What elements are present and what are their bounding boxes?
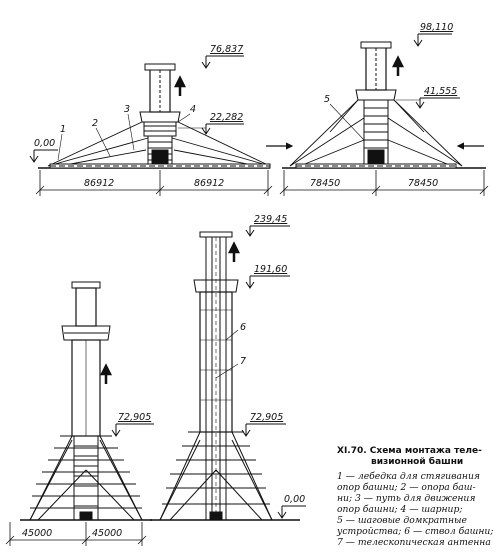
dimension-line-2: [279, 170, 489, 196]
lift-arrow-3: [99, 363, 113, 384]
lift-arrow-1: [173, 75, 187, 96]
stage1-label-2: 2: [92, 118, 98, 129]
dimension-line-1: [35, 170, 273, 196]
stage1-label-4: 4: [190, 104, 196, 115]
level-mark-top-1: [201, 55, 244, 69]
legend-line: опор башни; 4 — шарнир;: [337, 504, 463, 515]
level-mark-mid-4: [245, 275, 290, 289]
stage4-mark-base: 72,905: [250, 412, 283, 423]
tower-shaft-4: [199, 291, 233, 433]
stage2-mark-mid: 41,555: [424, 86, 457, 97]
level-mark-top-4: [245, 225, 290, 237]
stage-4: [150, 225, 306, 521]
caption-title-line2: визионной башни: [371, 457, 464, 467]
stage2-mark-top: 98,110: [420, 22, 453, 33]
stage3-dim-right: 45000: [92, 528, 122, 539]
level-mark-hinge-1: [178, 123, 244, 135]
stage-1: [29, 55, 273, 196]
stage2-label-5: 5: [324, 94, 330, 105]
stage3-mark-base: 72,905: [118, 412, 151, 423]
tower-legs-4: [159, 431, 273, 521]
tower-antenna-4: [205, 237, 227, 520]
figure-caption: XI.70. Схема монтажа теле- визионной баш…: [337, 446, 497, 548]
stage4-label-6: 6: [240, 322, 246, 333]
stage-2: [266, 33, 489, 196]
level-mark-top-2: [413, 33, 452, 47]
legend-line: устройства; 6 — ствол башни;: [337, 526, 494, 537]
legend-line: 7 — телескопическая антенна: [337, 537, 491, 548]
support-cables-2: [289, 99, 463, 167]
stage4-mark-ground: 0,00: [284, 494, 305, 505]
stage4-mark-mid: 191,60: [254, 264, 287, 275]
legend-line: ни; 3 — путь для движения: [337, 493, 476, 504]
stage1-label-1: 1: [60, 124, 66, 135]
lift-arrow-4: [227, 241, 241, 262]
tower-stem-3: [75, 287, 97, 327]
stage1-dim-right: 86912: [194, 178, 224, 189]
stage3-dim-left: 45000: [22, 528, 52, 539]
stage4-label-7: 7: [240, 356, 246, 367]
stage2-dim-right: 78450: [408, 178, 438, 189]
stage1-dim-left: 86912: [84, 178, 114, 189]
level-mark-mid-2: [396, 97, 460, 109]
legend-line: опор башни; 2 — опора баш-: [337, 482, 476, 493]
level-mark-base-4: [241, 423, 286, 437]
stage4-mark-top: 239,45: [254, 214, 287, 225]
stage-3: [5, 281, 154, 546]
stage2-dim-left: 78450: [310, 178, 340, 189]
level-mark-ground-4: [277, 505, 306, 519]
tower-legs-3: [29, 435, 143, 521]
support-cables: [47, 121, 271, 167]
tower-head: [139, 111, 181, 123]
legend-line: 5 — шаговые домкратные: [337, 515, 467, 526]
caption-title-line1: Схема монтажа теле-: [369, 446, 482, 456]
stage1-mark-top: 76,837: [210, 44, 243, 55]
stage1-mark-hinge: 22,282: [210, 112, 243, 123]
legend-line: 1 — лебедка для стягивания: [337, 471, 480, 482]
caption-number: XI.70.: [337, 446, 367, 456]
lift-arrow-2: [391, 55, 405, 76]
dimension-line-3: [5, 522, 147, 546]
level-mark-ground: [29, 149, 58, 163]
stage1-label-3: 3: [124, 104, 130, 115]
level-mark-base-3: [111, 423, 154, 437]
stage1-mark-ground: 0,00: [34, 138, 55, 149]
